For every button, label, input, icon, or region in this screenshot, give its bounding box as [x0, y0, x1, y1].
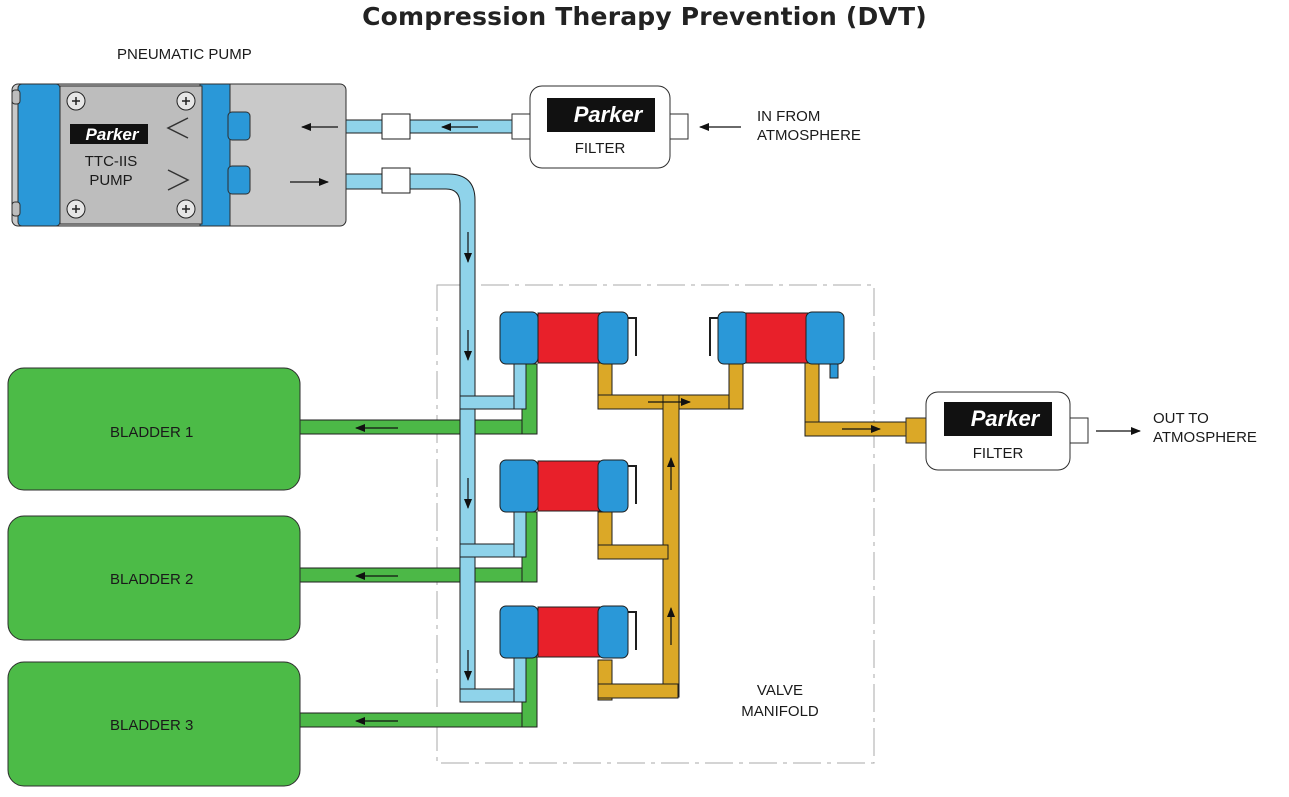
brand-logo-pump-text: Parker — [86, 125, 140, 144]
valve-2 — [499, 459, 637, 513]
valve-1 — [499, 311, 637, 365]
pump-model-line1: TTC-IIS — [84, 153, 138, 170]
pneumatic-pump — [11, 83, 347, 227]
out-to-label-line2: ATMOSPHERE — [1153, 429, 1257, 446]
filter-in-label: FILTER — [574, 140, 626, 157]
bladder-1-label: BLADDER 1 — [110, 424, 194, 441]
brand-logo-filter-out: Parker — [971, 406, 1041, 431]
bladder-3-label: BLADDER 3 — [110, 717, 194, 734]
valve-3 — [499, 605, 637, 659]
bladder-3 — [7, 661, 301, 787]
bladder-2-label: BLADDER 2 — [110, 571, 194, 588]
in-from-label-line2: ATMOSPHERE — [757, 127, 861, 144]
filter-out-label: FILTER — [972, 445, 1024, 462]
diagram-title: Compression Therapy Prevention (DVT) — [362, 2, 927, 31]
flow-arrows — [290, 123, 1141, 725]
pneumatic-pump-label: PNEUMATIC PUMP — [117, 46, 252, 63]
filter-out — [905, 391, 1089, 471]
bladder-1 — [7, 367, 301, 491]
valve-manifold-boundary — [436, 284, 875, 764]
filter-in — [511, 85, 689, 169]
in-from-label-line1: IN FROM — [757, 108, 821, 125]
out-to-label-line1: OUT TO — [1153, 410, 1209, 427]
pump-badge — [70, 124, 148, 144]
valve-manifold-label-line1: VALVE — [756, 682, 804, 699]
brand-logo-filter-in: Parker — [574, 102, 644, 127]
exhaust-lines — [597, 361, 916, 701]
bladder-2 — [7, 515, 301, 641]
valve-manifold-label-line2: MANIFOLD — [741, 703, 819, 720]
pump-model-line2: PUMP — [89, 172, 133, 189]
valve-4 — [709, 311, 845, 379]
